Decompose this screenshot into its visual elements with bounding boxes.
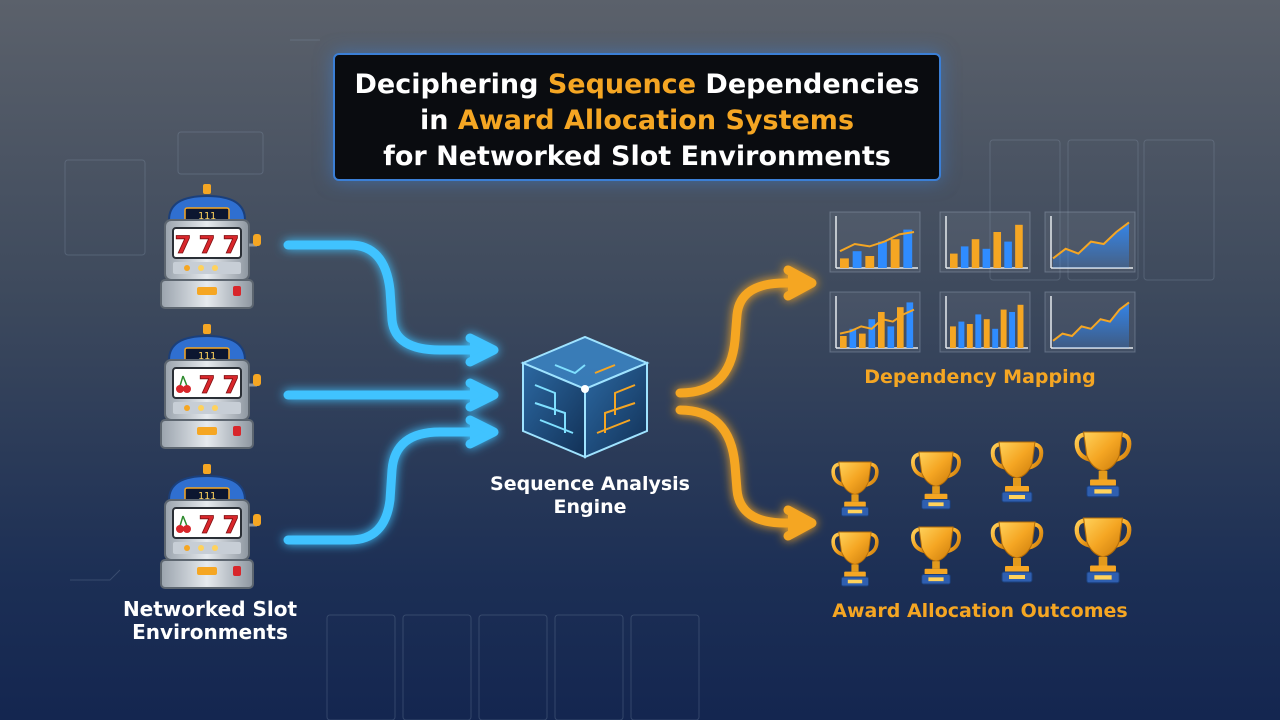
chart-bar <box>840 336 847 348</box>
chart-bar <box>1017 304 1024 348</box>
reel-symbol: 7 <box>175 231 192 259</box>
title-banner: Deciphering Sequence Dependencies in Awa… <box>333 53 941 181</box>
chart-bar <box>966 324 973 348</box>
title-highlight: Award Allocation Systems <box>457 105 855 136</box>
award-outcomes-label: Award Allocation Outcomes <box>832 600 1128 622</box>
trophy-icon <box>990 521 1044 583</box>
mini-chart-icon <box>1044 211 1136 273</box>
chart-bar <box>890 239 900 268</box>
reel-symbol: 7 <box>199 371 216 399</box>
engine-label: Sequence Analysis Engine <box>490 473 690 518</box>
cherry-icon <box>176 375 191 393</box>
title-line-1: Deciphering Sequence Dependencies <box>335 67 939 103</box>
slot-top-display: 111 <box>198 351 216 362</box>
trophy-icon <box>1074 431 1132 498</box>
mini-chart-icon <box>829 211 921 273</box>
reel-symbol: 7 <box>199 231 216 259</box>
chart-bar <box>849 328 857 348</box>
chart-bar <box>971 239 980 268</box>
chart-bar <box>982 248 991 268</box>
trophy-icon <box>831 531 879 587</box>
input-flow-arrows <box>283 240 499 545</box>
slots-label: Networked Slot Environments <box>122 597 298 644</box>
chart-bar <box>1009 312 1016 348</box>
title-text: Dependencies <box>696 69 920 100</box>
slot-top-display: 111 <box>198 491 216 502</box>
chart-bar <box>983 319 990 348</box>
reel-symbol: 7 <box>223 511 240 539</box>
chart-bar <box>878 241 887 268</box>
chart-bar <box>960 246 969 268</box>
chart-bar <box>950 253 958 268</box>
cherry-icon <box>176 515 191 533</box>
slot-top-display: 111 <box>198 211 216 222</box>
chart-bar <box>878 312 885 348</box>
chart-bar <box>958 321 965 348</box>
flow-arrow-bottom <box>283 427 485 545</box>
chart-line <box>839 231 915 253</box>
mini-chart-icon <box>829 291 921 353</box>
mini-chart-icon <box>939 211 1031 273</box>
dependency-mini-charts <box>829 211 1136 353</box>
reel-symbol: 7 <box>223 231 240 259</box>
chart-bar <box>840 258 849 268</box>
arrow-head-middle <box>465 378 499 412</box>
background-data-panels <box>64 39 1215 720</box>
dependency-mapping-label: Dependency Mapping <box>864 366 1096 388</box>
award-trophies-group <box>831 431 1132 587</box>
chart-bar <box>993 232 1002 268</box>
arrow-head-awards <box>783 505 817 541</box>
chart-line <box>839 308 915 335</box>
chart-line <box>1052 301 1130 342</box>
arrow-head-top <box>465 333 499 367</box>
trophy-icon <box>831 461 879 517</box>
title-text: Deciphering <box>354 69 548 100</box>
flow-arrow-to-dependency <box>675 278 800 398</box>
title-line-3: for Networked Slot Environments <box>383 141 891 172</box>
trophy-icon <box>911 451 961 510</box>
chart-line <box>1052 221 1130 260</box>
chart-bar <box>975 314 982 348</box>
title-text: in <box>419 105 458 136</box>
trophy-icon <box>1074 517 1132 584</box>
trophy-icon <box>990 441 1044 503</box>
chart-bar <box>992 328 999 348</box>
chart-bar <box>906 302 914 348</box>
mini-chart-icon <box>939 291 1031 353</box>
chart-bar <box>1000 309 1007 348</box>
output-flow-arrows <box>675 265 817 541</box>
arrow-head-bottom <box>465 415 499 449</box>
reel-symbol: 7 <box>199 511 216 539</box>
flow-arrow-to-awards <box>675 405 800 528</box>
chart-bar <box>950 326 956 348</box>
cube-chip-icon <box>520 335 650 459</box>
chart-bar <box>1004 241 1012 268</box>
reel-symbol: 7 <box>223 371 240 399</box>
chart-bar <box>859 333 866 348</box>
title-line-2: in Award Allocation Systems <box>335 103 939 139</box>
arrow-head-dependency <box>783 265 817 301</box>
chart-bar <box>1015 224 1023 268</box>
chart-bar <box>903 229 913 268</box>
trophy-icon <box>911 526 961 585</box>
chart-bar <box>865 256 875 268</box>
mini-chart-icon <box>1044 291 1136 353</box>
title-highlight: Sequence <box>547 69 697 100</box>
chart-bar <box>897 307 904 348</box>
flow-arrow-top <box>283 240 485 355</box>
chart-area <box>1053 222 1129 268</box>
chart-bar <box>852 251 862 268</box>
chart-bar <box>887 326 895 348</box>
chart-bar <box>868 319 876 348</box>
